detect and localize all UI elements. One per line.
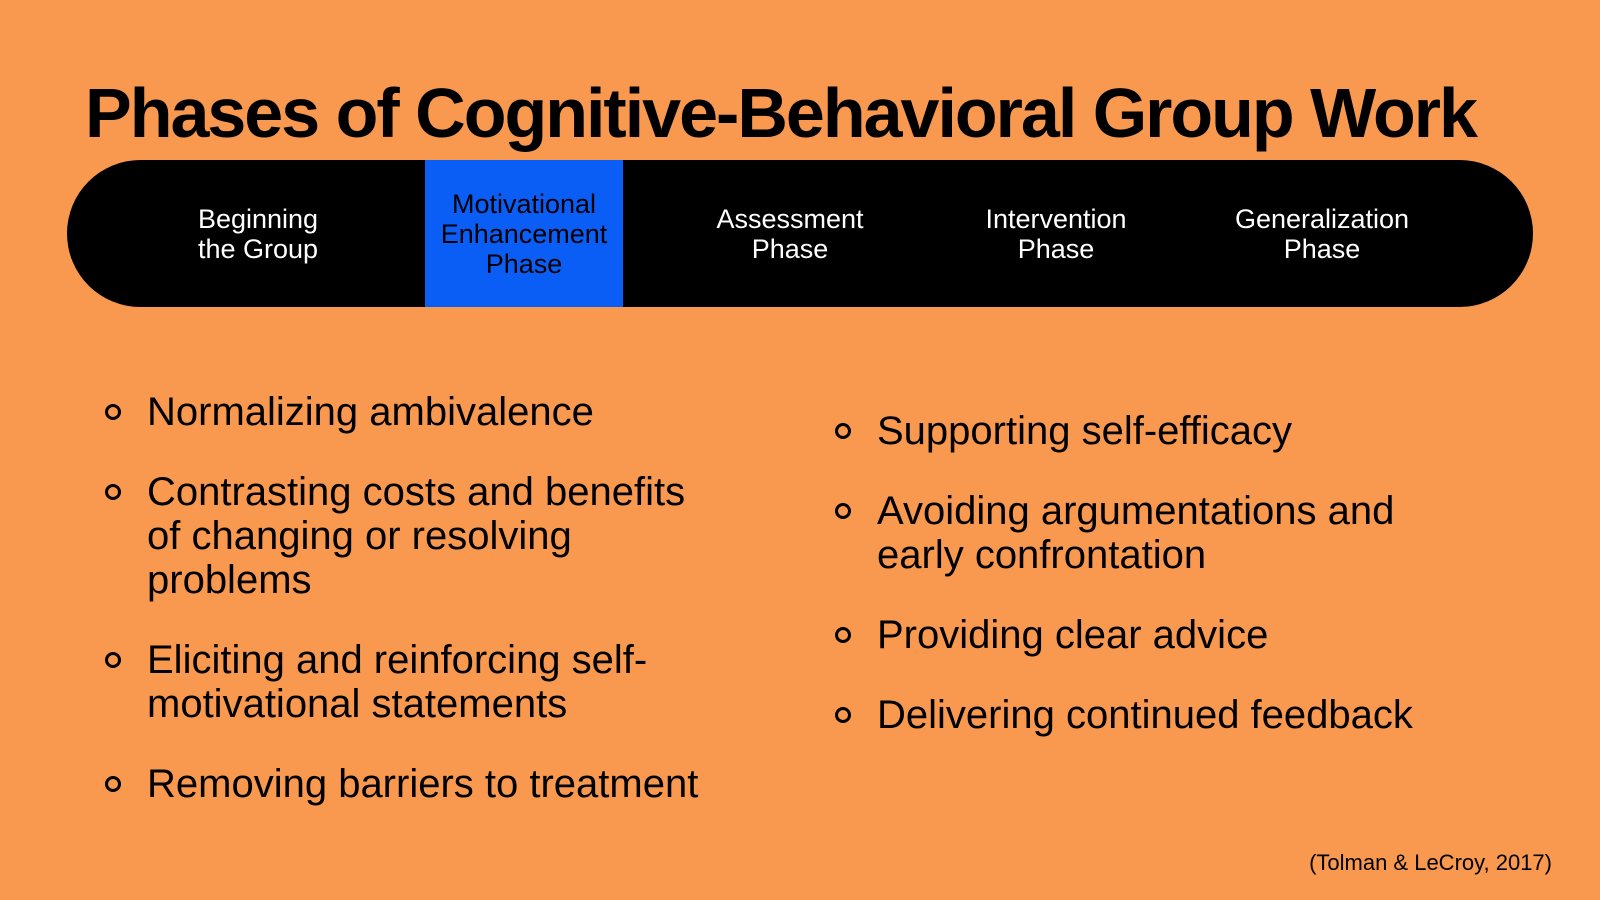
circle-bullet-icon [105, 404, 121, 420]
circle-bullet-icon [835, 503, 851, 519]
bullet-text: Eliciting and reinforcing self-motivatio… [147, 638, 648, 726]
bullet-text: Normalizing ambivalence [147, 390, 594, 434]
citation: (Tolman & LeCroy, 2017) [1309, 850, 1552, 875]
phase-tab-motivational-enhancement-phase[interactable]: Motivational Enhancement Phase [391, 160, 657, 307]
circle-bullet-icon [835, 627, 851, 643]
bullet-text: Delivering continued feedback [877, 693, 1413, 737]
phase-tab-generalization-phase[interactable]: Generalization Phase [1189, 160, 1455, 307]
phase-tab-label: Assessment Phase [716, 203, 864, 264]
circle-bullet-icon [835, 707, 851, 723]
bullet-item: Providing clear advice [830, 613, 1475, 657]
bullet-text: Removing barriers to treatment [147, 762, 699, 806]
bullet-item: Removing barriers to treatment [100, 762, 700, 806]
circle-bullet-icon [105, 652, 121, 668]
phase-navigation-bar: Beginning the Group Motivational Enhance… [67, 160, 1533, 307]
bullet-text: Supporting self-efficacy [877, 409, 1293, 453]
bullet-text: Avoiding argumentations and early confro… [877, 489, 1395, 577]
phase-tab-intervention-phase[interactable]: Intervention Phase [923, 160, 1189, 307]
bullet-item: Eliciting and reinforcing self-motivatio… [100, 638, 700, 726]
active-phase-highlight: Motivational Enhancement Phase [425, 160, 623, 307]
bullet-item: Avoiding argumentations and early confro… [830, 489, 1475, 577]
circle-bullet-icon [105, 484, 121, 500]
phase-tab-label: Generalization Phase [1234, 203, 1410, 264]
bullet-item: Delivering continued feedback [830, 693, 1475, 737]
phase-tab-label: Beginning the Group [197, 203, 319, 264]
phase-tab-label: Intervention Phase [985, 203, 1127, 264]
bullet-item: Contrasting costs and benefits of changi… [100, 470, 700, 602]
bullet-text: Providing clear advice [877, 613, 1269, 657]
right-bullet-list: Supporting self-efficacy Avoiding argume… [830, 409, 1475, 773]
bullet-item: Supporting self-efficacy [830, 409, 1475, 453]
slide-title: Phases of Cognitive-Behavioral Group Wor… [85, 74, 1478, 152]
phase-tab-label: Motivational Enhancement Phase [440, 188, 608, 279]
bullet-item: Normalizing ambivalence [100, 390, 700, 434]
circle-bullet-icon [105, 776, 121, 792]
phase-tab-beginning-the-group[interactable]: Beginning the Group [125, 160, 391, 307]
bullet-text: Contrasting costs and benefits of changi… [147, 470, 686, 602]
circle-bullet-icon [835, 423, 851, 439]
left-bullet-list: Normalizing ambivalence Contrasting cost… [100, 390, 700, 842]
phase-tab-assessment-phase[interactable]: Assessment Phase [657, 160, 923, 307]
